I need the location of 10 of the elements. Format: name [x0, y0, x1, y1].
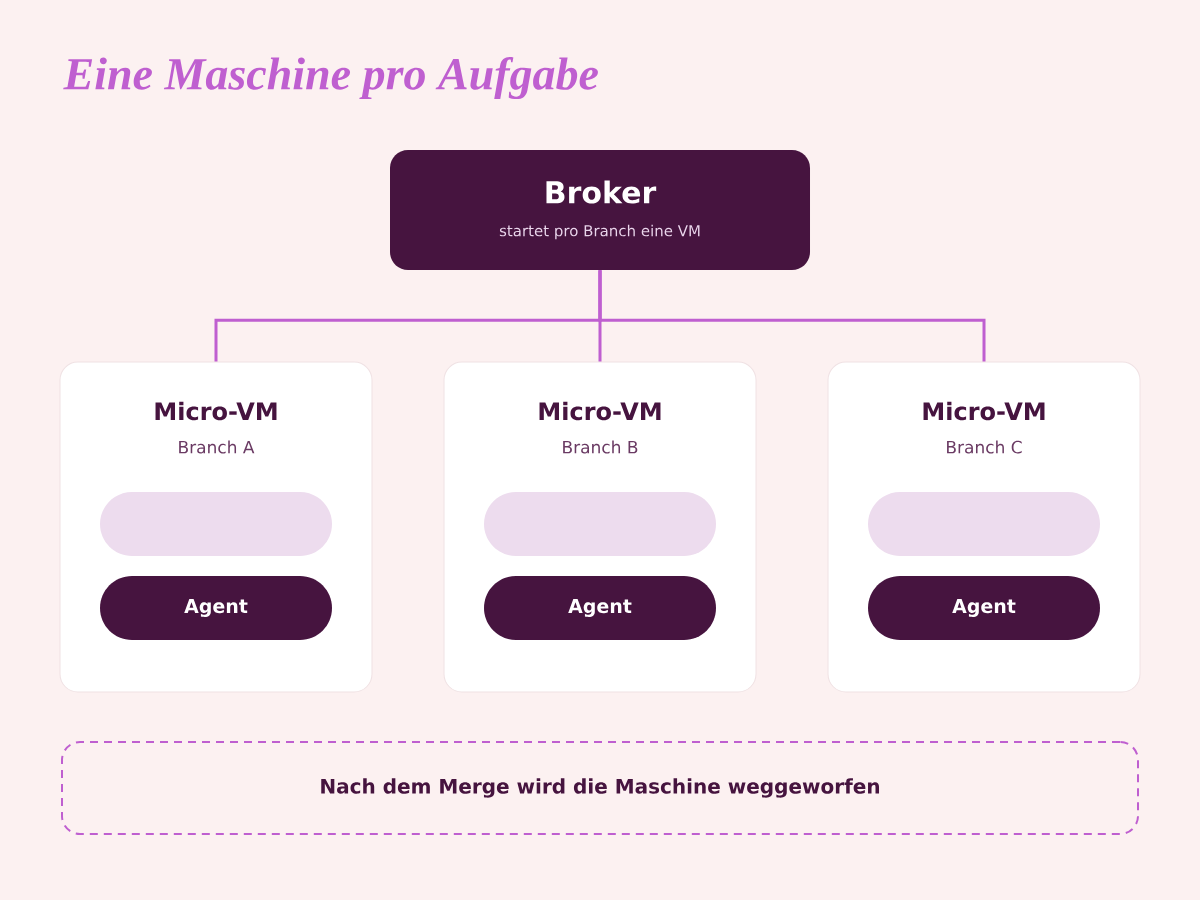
runtime-pill: [868, 492, 1100, 556]
note-box: Nach dem Merge wird die Maschine weggeworfen: [61, 741, 1139, 835]
runtime-pill: [100, 492, 332, 556]
connector-line: [598, 270, 986, 362]
broker-box: Broker startet pro Branch eine VM: [390, 150, 810, 270]
agent-pill: Agent: [100, 576, 332, 640]
runtime-pill: [484, 492, 716, 556]
title: Eine Maschine pro Aufgabe: [63, 56, 598, 100]
agent-pill: Agent: [868, 576, 1100, 640]
agent-pill: Agent: [484, 576, 716, 640]
